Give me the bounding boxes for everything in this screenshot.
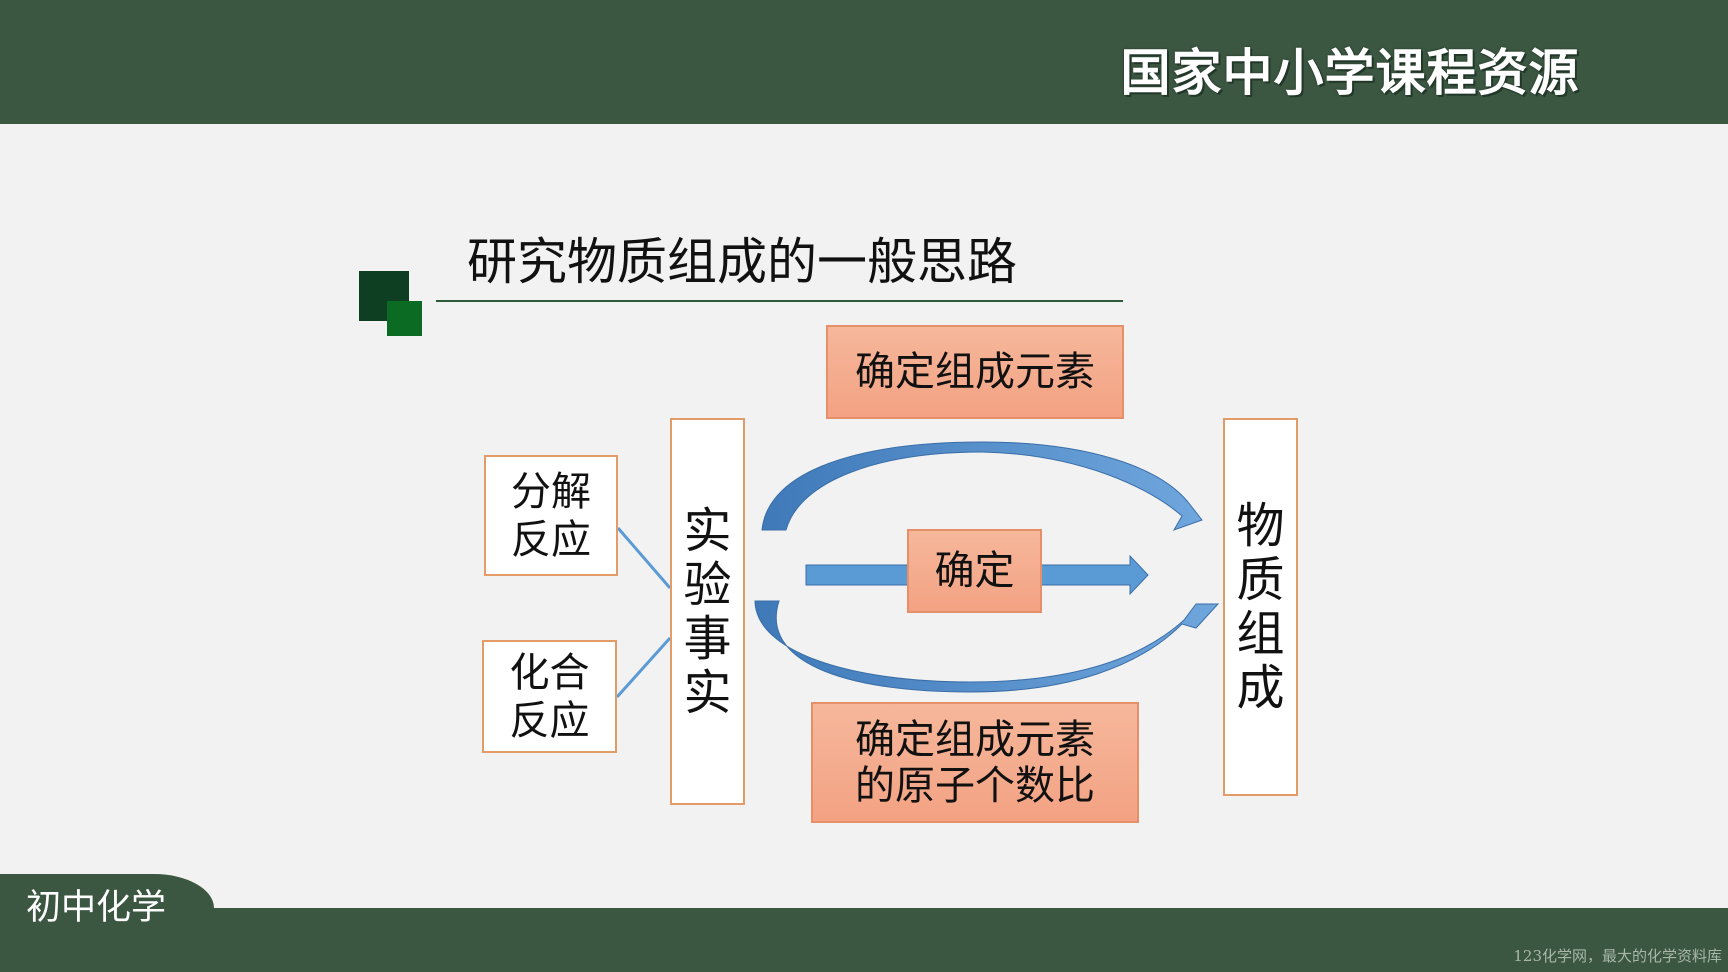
determine-atom-ratio-label: 确定组成元素 的原子个数比 bbox=[855, 716, 1095, 809]
brand-logo-text: 国家中小学课程资源 bbox=[1120, 44, 1580, 102]
connector-line-top bbox=[616, 527, 672, 589]
title-underline bbox=[436, 300, 1123, 302]
determine-box: 确定 bbox=[907, 529, 1042, 613]
subject-label: 初中化学 bbox=[26, 888, 167, 928]
decomposition-reaction-label: 分解 反应 bbox=[511, 468, 591, 563]
connector-line-bottom bbox=[615, 636, 672, 699]
watermark-text: 123化学网，最大的化学资料库 bbox=[1513, 947, 1722, 965]
header-bar bbox=[0, 0, 1728, 124]
title-decoration-square-green bbox=[387, 301, 422, 336]
subject-tab bbox=[0, 874, 214, 972]
combination-reaction-box: 化合 反应 bbox=[482, 640, 617, 753]
slide-title: 研究物质组成的一般思路 bbox=[467, 233, 1017, 291]
footer-bar bbox=[0, 908, 1728, 972]
determine-elements-box: 确定组成元素 bbox=[826, 325, 1124, 419]
decomposition-reaction-box: 分解 反应 bbox=[484, 455, 618, 576]
experimental-facts-box: 实 验 事 实 bbox=[670, 418, 745, 805]
combination-reaction-label: 化合 反应 bbox=[509, 649, 590, 744]
substance-composition-box: 物 质 组 成 bbox=[1223, 418, 1298, 796]
determine-elements-label: 确定组成元素 bbox=[855, 349, 1095, 395]
upper-curved-arrow bbox=[761, 441, 1203, 531]
determine-atom-ratio-box: 确定组成元素 的原子个数比 bbox=[811, 702, 1139, 823]
substance-composition-label: 物 质 组 成 bbox=[1236, 498, 1285, 716]
determine-label: 确定 bbox=[934, 548, 1015, 594]
lower-curved-arrow bbox=[754, 600, 1220, 693]
experimental-facts-label: 实 验 事 实 bbox=[683, 502, 732, 721]
